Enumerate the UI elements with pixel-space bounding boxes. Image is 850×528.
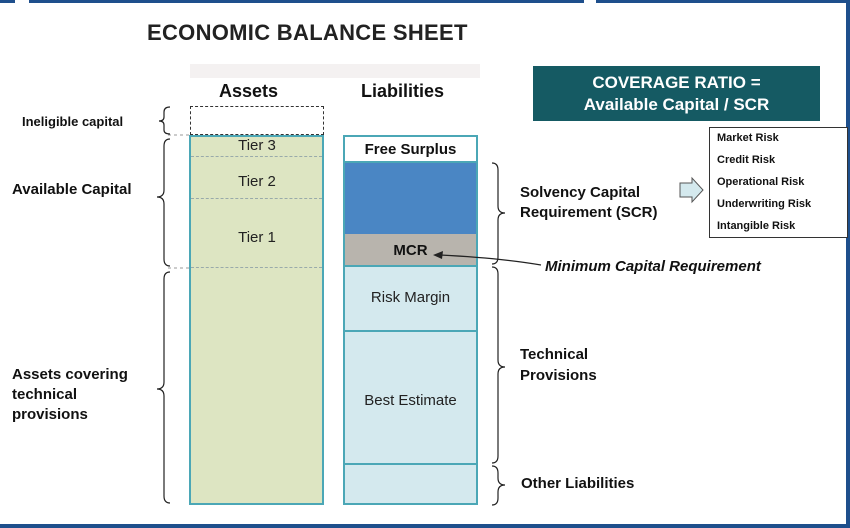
best-estimate-segment: Best Estimate — [345, 332, 476, 465]
best-estimate-label: Best Estimate — [364, 392, 457, 409]
tier3-label: Tier 3 — [238, 137, 276, 154]
risk-item-market: Market Risk — [717, 132, 779, 144]
mcr-label: MCR — [393, 242, 428, 259]
assets-covering-label-line2: technical — [12, 386, 78, 403]
mcr-segment: MCR — [345, 234, 476, 267]
liabilities-column: Free Surplus MCR Risk Margin Best Estima… — [343, 135, 478, 505]
free-surplus-label: Free Surplus — [364, 141, 457, 158]
assets-covering-brace — [156, 271, 171, 504]
ineligible-capital-label: Ineligible capital — [22, 114, 124, 129]
top-frame-gap — [584, 0, 596, 3]
free-surplus-segment: Free Surplus — [345, 137, 476, 163]
risk-item-operational: Operational Risk — [717, 176, 805, 188]
available-capital-brace — [156, 138, 171, 267]
minimum-capital-requirement-label: Minimum Capital Requirement — [545, 258, 761, 275]
risk-margin-label: Risk Margin — [370, 289, 451, 306]
mcr-pointer-line — [439, 254, 542, 266]
other-liabilities-brace — [491, 465, 506, 506]
liabilities-column-header: Liabilities — [361, 81, 445, 101]
tier1-divider — [191, 267, 322, 268]
scr-segment — [345, 163, 476, 234]
tier2-label: Tier 2 — [238, 173, 276, 190]
coverage-ratio-box: COVERAGE RATIO = Available Capital / SCR — [533, 66, 820, 121]
tier3-divider — [191, 156, 322, 157]
assets-column-header: Assets — [219, 81, 279, 101]
bottom-frame-bar — [0, 524, 850, 528]
ineligible-capital-brace — [158, 106, 171, 135]
tier2-divider — [191, 198, 322, 199]
risk-margin-segment: Risk Margin — [345, 267, 476, 332]
page-title: ECONOMIC BALANCE SHEET — [147, 20, 468, 45]
top-frame-bar — [0, 0, 850, 3]
technical-provisions-brace — [491, 266, 506, 464]
risk-modules-list: Market Risk Credit Risk Operational Risk… — [709, 127, 848, 238]
technical-provisions-label-line1: Technical — [520, 346, 589, 363]
top-frame-gap — [15, 0, 29, 3]
column-header-band — [190, 64, 480, 78]
right-frame-bar — [846, 0, 850, 528]
arrow-right-icon — [679, 176, 704, 204]
mcr-arrowhead-icon — [433, 251, 443, 259]
risk-item-credit: Credit Risk — [717, 154, 776, 166]
tier1-label: Tier 1 — [238, 229, 276, 246]
coverage-ratio-line1: COVERAGE RATIO = — [592, 73, 761, 92]
ineligible-capital-box — [190, 106, 324, 135]
assets-covering-label-line3: provisions — [12, 406, 88, 423]
technical-provisions-label-line2: Provisions — [520, 367, 597, 384]
scr-label-line2: Requirement (SCR) — [520, 204, 658, 221]
scr-brace — [491, 162, 506, 265]
coverage-ratio-line2: Available Capital / SCR — [583, 95, 770, 114]
risk-item-intangible: Intangible Risk — [717, 220, 796, 232]
other-liabilities-label: Other Liabilities — [521, 475, 635, 492]
assets-covering-label-line1: Assets covering — [12, 366, 128, 383]
assets-column: Tier 3 Tier 2 Tier 1 — [189, 135, 324, 505]
available-capital-label: Available Capital — [12, 181, 132, 198]
scr-label-line1: Solvency Capital — [520, 184, 641, 201]
risk-item-underwriting: Underwriting Risk — [717, 198, 812, 210]
